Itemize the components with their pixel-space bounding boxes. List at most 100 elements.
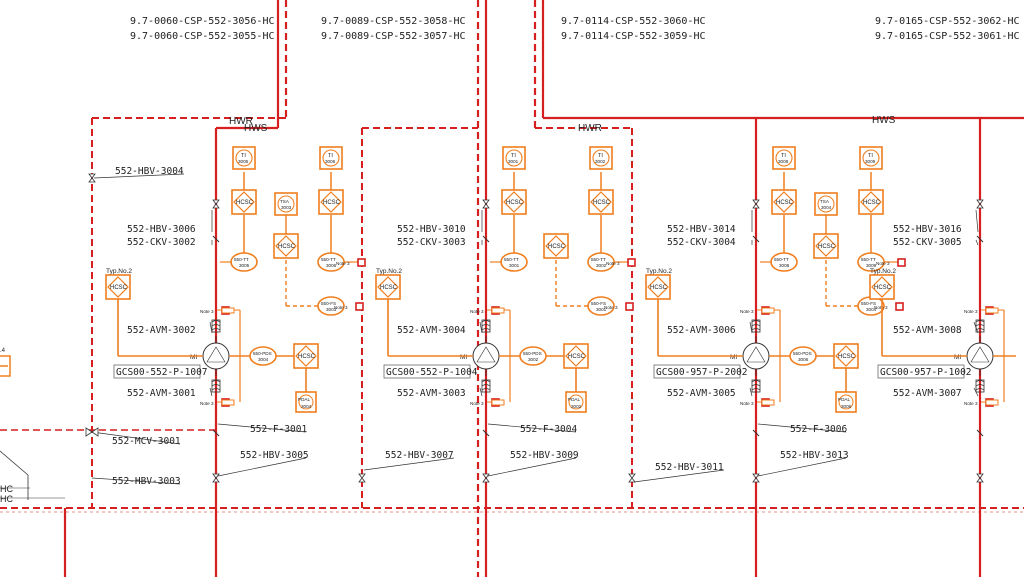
- tt-a-hcsc-2-label: HCSC: [593, 200, 611, 206]
- hws-label-2: HWS: [872, 115, 896, 126]
- typ-label-2: Typ.No.2: [376, 268, 402, 275]
- isolator-bot-1: [211, 379, 221, 393]
- tt-b-bubble-2-num: 3001: [509, 263, 520, 268]
- ti-b-box-3-num: 3008: [778, 159, 789, 164]
- ckv-label-4: 552-CKV-3005: [893, 237, 962, 248]
- pump-tag-4: GCS00-957-P-1002: [877, 364, 972, 379]
- mcv-label-1: 552-MCV-3001: [112, 436, 181, 447]
- header-line-4b: 9.7-0165-CSP-552-3061-HC: [875, 31, 1020, 42]
- pump-hcsc-1-label: HCSC: [110, 285, 128, 291]
- pump-hcsc-2-label: HCSC: [380, 285, 398, 291]
- hbv-side-label-1: 552-HBV-3004: [115, 166, 184, 177]
- typ-label-4: Typ.No.2: [870, 268, 896, 275]
- pump-mi-3: MI: [730, 354, 737, 361]
- pump-hcsc-3-label: HCSC: [650, 285, 668, 291]
- note-fs-3: Note 3: [874, 302, 904, 311]
- filter-label-2: 552-F-3004: [520, 424, 577, 435]
- header-line-4a: 9.7-0165-CSP-552-3062-HC: [875, 16, 1020, 27]
- tt-a-bubble-3-tag: 550-TT: [861, 257, 876, 262]
- hbv-upper-valve-3: [752, 199, 760, 209]
- tsa-title-1: TSA: [280, 199, 290, 204]
- left-edge: HC HC .4: [0, 348, 65, 504]
- header-line-3a: 9.7-0114-CSP-552-3060-HC: [561, 16, 706, 27]
- note-b-2-label: Note 3: [470, 401, 484, 406]
- avm-top-label-4: 552-AVM-3008: [893, 325, 962, 336]
- tt-a-hcsc-1: HCSC: [318, 189, 344, 215]
- hwr-label-1: HWR: [229, 116, 253, 127]
- hws-label-1: HWS: [244, 123, 268, 134]
- pump-tag-text-1: GCS00-552-P-1007: [116, 367, 208, 378]
- tt-b-hcsc-1-label: HCSC: [236, 200, 254, 206]
- fs-hcsc-3: HCSC: [813, 233, 839, 259]
- note-fs-2-label: Note 3: [604, 305, 618, 310]
- tt-b-bubble-1-tag: 550-TT: [234, 257, 249, 262]
- hbv-upper-label-2: 552-HBV-3010: [397, 224, 466, 235]
- ti-a-box-3-title: TI: [868, 153, 873, 159]
- pdal-num-2: 3002: [571, 404, 582, 409]
- tt-b-hcsc-2-label: HCSC: [506, 200, 524, 206]
- pdal-title-2: PDAL: [568, 397, 580, 402]
- pump-mi-4: MI: [954, 354, 961, 361]
- typ-label-1: Typ.No.2: [106, 268, 132, 275]
- ti-a-box-3-num: 3009: [865, 159, 876, 164]
- isolator-bot-2: [481, 379, 491, 393]
- tsa-num-3: 3004: [821, 205, 832, 210]
- isolator-top-3: [751, 319, 761, 333]
- isolator-bot-4: [975, 379, 985, 393]
- fs-hcsc-2-label: HCSC: [548, 244, 566, 250]
- isolator-bot-3: [751, 379, 761, 393]
- hbv-lower-valve-1: [212, 473, 220, 483]
- pump-tag-text-3: GCS00-957-P-2002: [656, 367, 748, 378]
- ti-a-box-2-num: 3002: [595, 159, 606, 164]
- note-b-1-label: Note 3: [200, 401, 214, 406]
- hbv-lower-valve-2: [482, 473, 490, 483]
- typ-label-3: Typ.No.2: [646, 268, 672, 275]
- pump-mi-1: MI: [190, 354, 197, 361]
- tt-b-bubble-2-tag: 550-TT: [504, 257, 519, 262]
- pds-hcsc-2: HCSC: [563, 343, 589, 369]
- hbv-side-valve-3: [628, 473, 636, 483]
- tt-a-bubble-1-tag: 550-TT: [321, 257, 336, 262]
- hbv-side-label-2: 552-HBV-3007: [385, 450, 454, 461]
- note-tt-1-label: Note 3: [336, 261, 350, 266]
- pds-bubble-1-num: 3004: [258, 357, 269, 362]
- tt-b-bubble-3-num: 3008: [779, 263, 790, 268]
- pump-hcsc-1: HCSC: [105, 274, 131, 300]
- hwr-label-2: HWR: [578, 123, 602, 134]
- hbv-lower-label-1: 552-HBV-3005: [240, 450, 309, 461]
- tt-b-bubble-1-num: 3005: [239, 263, 250, 268]
- tt-b-hcsc-3: HCSC: [771, 189, 797, 215]
- ti-a-box-1-num: 3006: [325, 159, 336, 164]
- pdal-num-1: 3004: [301, 404, 312, 409]
- tsa-num-1: 3003: [281, 205, 292, 210]
- note-a-1-label: Note 3: [200, 309, 214, 314]
- hbv-lower-valve-3: [752, 473, 760, 483]
- fs-bubble-2-tag: 550-FS: [591, 301, 606, 306]
- pds-bubble-2-tag: 550-PDS: [523, 351, 542, 356]
- pds-bubble-3-num: 3006: [798, 357, 809, 362]
- pds-hcsc-1-label: HCSC: [298, 354, 316, 360]
- header-line-2a: 9.7-0089-CSP-552-3058-HC: [321, 16, 466, 27]
- ti-b-box-2-num: 3001: [508, 159, 519, 164]
- filter-label-1: 552-F-3001: [250, 424, 307, 435]
- header-line-2b: 9.7-0089-CSP-552-3057-HC: [321, 31, 466, 42]
- note-tt-2-label: Note 3: [606, 261, 620, 266]
- note-b-3-label: Note 3: [740, 401, 754, 406]
- hbv-side-valve-2: [358, 473, 366, 483]
- avm-top-label-1: 552-AVM-3002: [127, 325, 196, 336]
- isolator-top-1: [211, 319, 221, 333]
